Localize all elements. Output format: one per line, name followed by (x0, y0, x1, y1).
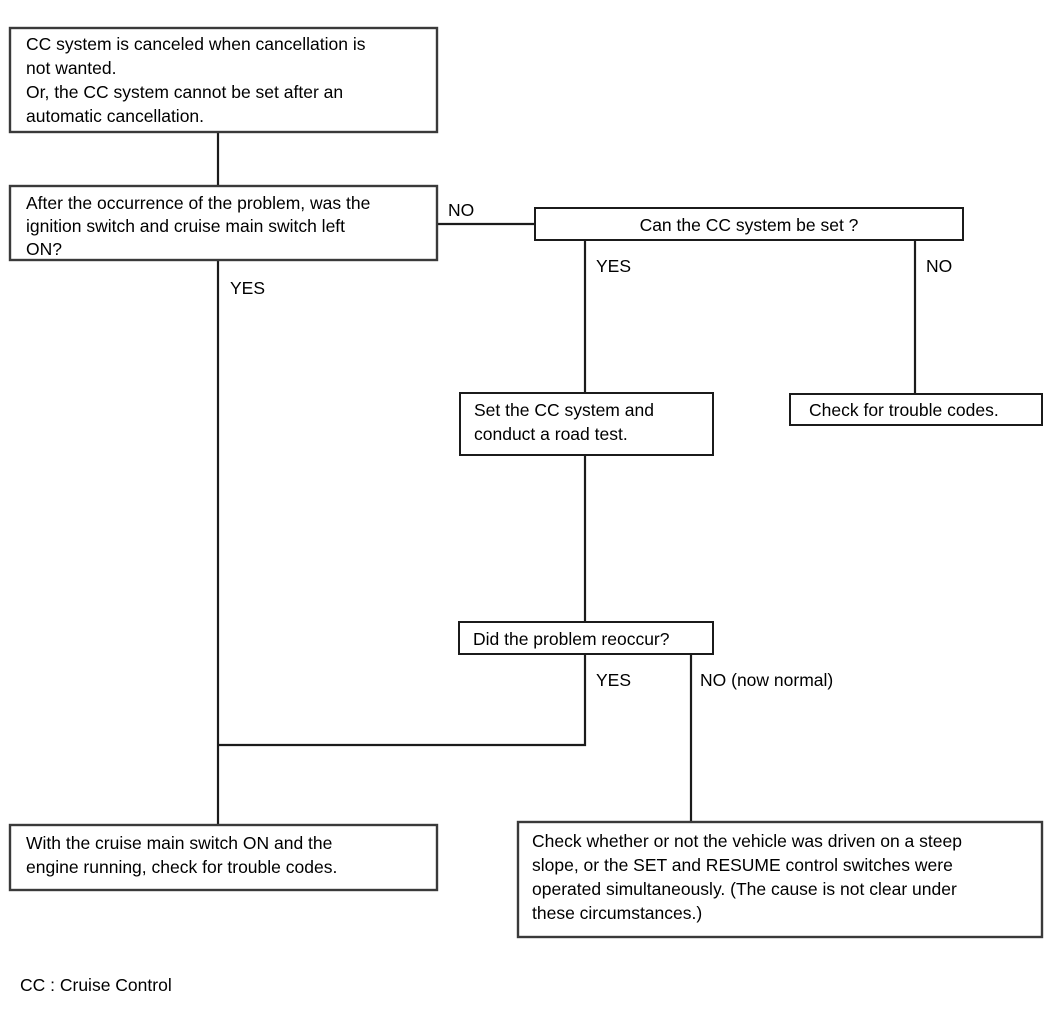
action-check-steep-slope-line-2: slope, or the SET and RESUME control swi… (532, 855, 953, 875)
node-question-problem-reoccur-text: Did the problem reoccur? (473, 629, 670, 649)
node-action-check-trouble-codes-box (789, 393, 1043, 426)
problem-statement-line-1: CC system is canceled when cancellation … (26, 34, 366, 54)
node-action-set-road-test-box (459, 392, 714, 456)
question-can-set-line-1: Can the CC system be set ? (640, 215, 859, 235)
problem-statement-line-4: automatic cancellation. (26, 106, 204, 126)
node-action-check-steep-slope-box (516, 820, 1044, 939)
action-check-steep-slope-line-4: these circumstances.) (532, 903, 702, 923)
edge-label-question1-yes: YES (230, 278, 265, 298)
edge-label-canset-yes: YES (596, 256, 631, 276)
action-set-road-test-line-1: Set the CC system and (474, 400, 654, 420)
node-problem-statement-text: CC system is canceled when cancellation … (26, 34, 366, 126)
problem-statement-line-3: Or, the CC system cannot be set after an (26, 82, 343, 102)
edge-label-reoccur-yes: YES (596, 670, 631, 690)
question-switch-left-on-line-3: ON? (26, 239, 62, 259)
node-action-set-road-test-text: Set the CC system and conduct a road tes… (474, 400, 654, 444)
node-question-problem-reoccur-box (458, 621, 714, 655)
edge-label-reoccur-no: NO (now normal) (700, 670, 833, 690)
question-problem-reoccur-line-1: Did the problem reoccur? (473, 629, 670, 649)
node-action-cruise-on-check-codes-text: With the cruise main switch ON and the e… (26, 833, 337, 877)
action-check-trouble-codes-line-1: Check for trouble codes. (809, 400, 999, 420)
node-action-cruise-on-check-codes-box (8, 823, 439, 892)
action-check-steep-slope-line-1: Check whether or not the vehicle was dri… (532, 831, 962, 851)
question-switch-left-on-line-2: ignition switch and cruise main switch l… (26, 216, 345, 236)
node-question-can-set-text: Can the CC system be set ? (640, 215, 859, 235)
footnote-legend: CC : Cruise Control (20, 975, 172, 995)
question-switch-left-on-line-1: After the occurrence of the problem, was… (26, 193, 370, 213)
node-question-switch-left-on-text: After the occurrence of the problem, was… (26, 193, 370, 259)
node-question-switch-left-on-box (8, 184, 439, 262)
node-action-check-trouble-codes-text: Check for trouble codes. (809, 400, 999, 420)
action-check-steep-slope-line-3: operated simultaneously. (The cause is n… (532, 879, 957, 899)
node-action-check-steep-slope-text: Check whether or not the vehicle was dri… (532, 831, 962, 923)
action-cruise-on-check-codes-line-2: engine running, check for trouble codes. (26, 857, 337, 877)
action-cruise-on-check-codes-line-1: With the cruise main switch ON and the (26, 833, 332, 853)
edge-label-question1-no: NO (448, 200, 474, 220)
action-set-road-test-line-2: conduct a road test. (474, 424, 628, 444)
problem-statement-line-2: not wanted. (26, 58, 116, 78)
node-problem-statement-box (8, 26, 439, 134)
connector-reoccur-yes (218, 654, 587, 747)
node-question-can-set-box (534, 207, 964, 241)
edge-label-canset-no: NO (926, 256, 952, 276)
